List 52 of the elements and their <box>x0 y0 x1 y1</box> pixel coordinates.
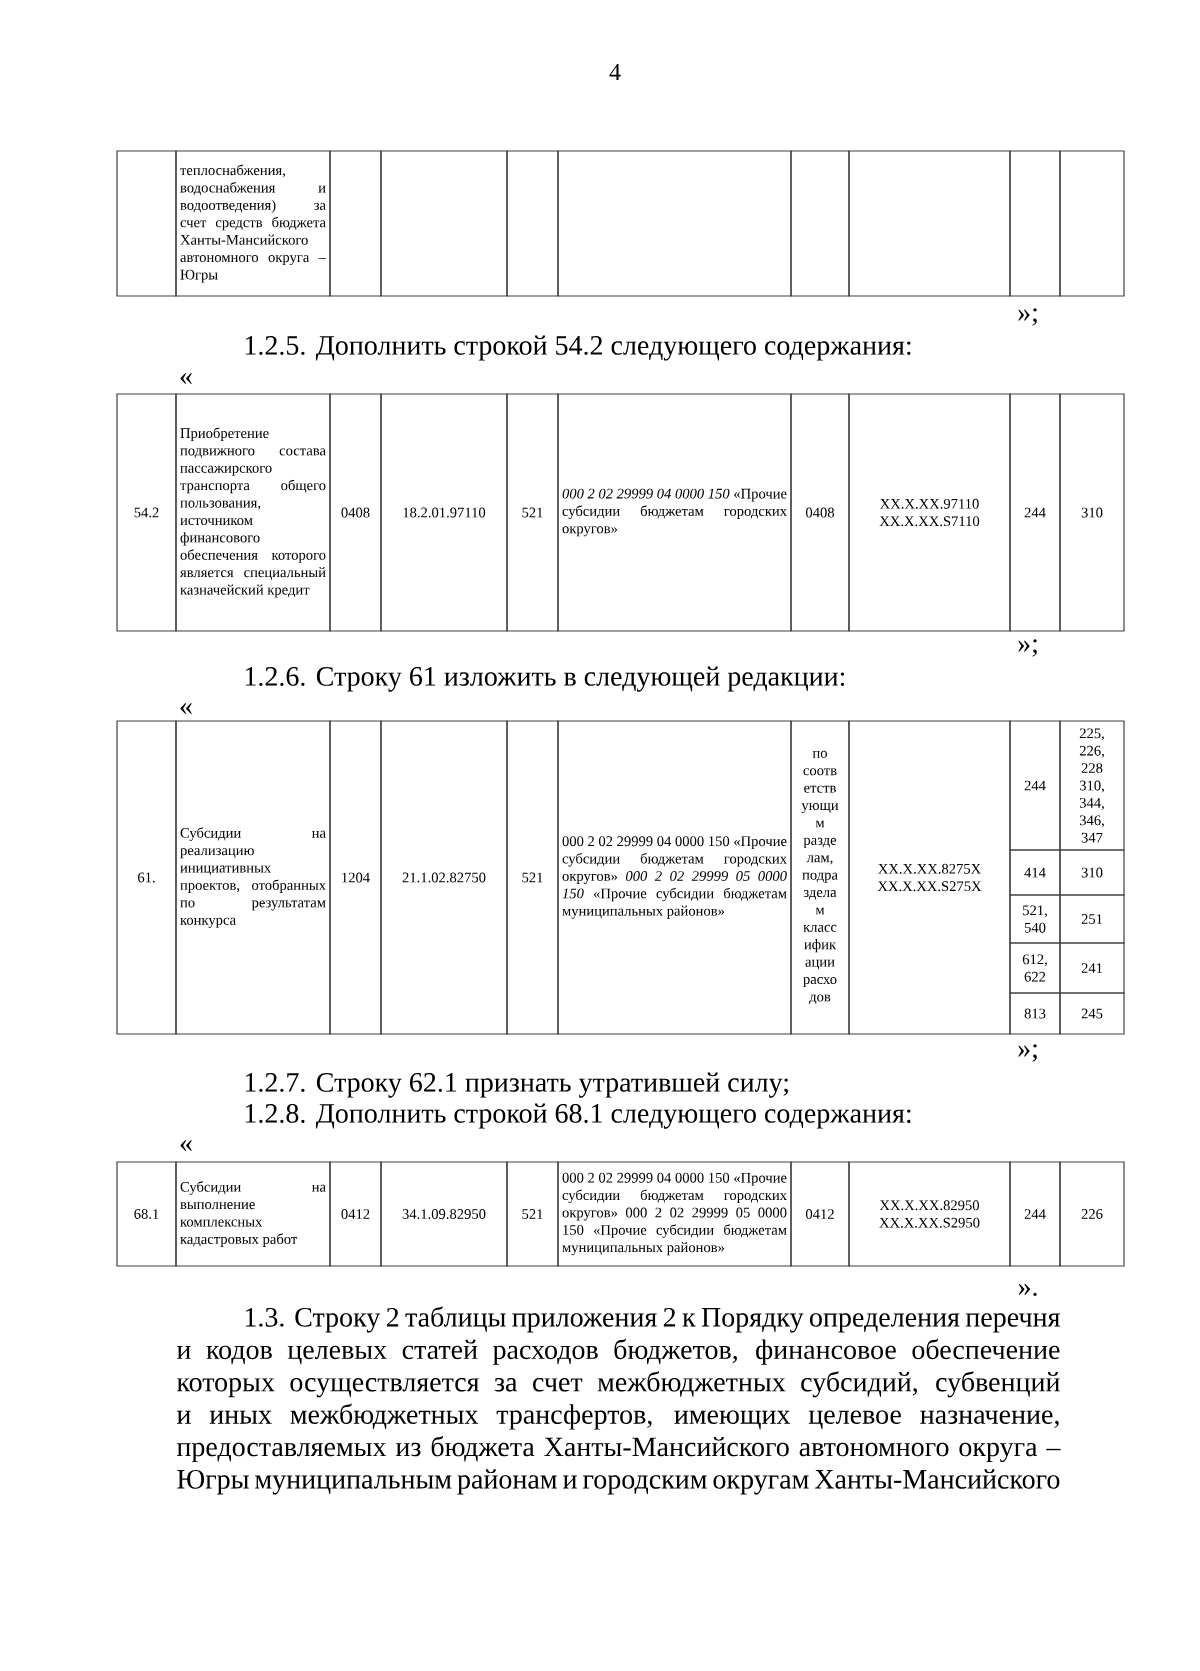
cell-text: 000 2 02 29999 04 0000 150 «Прочие субсидии бюджетам городских округов» 000 2 02 29999 05 0000 150 «Прочие субсидии бюджетам муниципальных районов» <box>562 1172 787 1256</box>
cell-text: 61. <box>138 872 155 883</box>
cell-text: 521 <box>522 872 543 883</box>
cell-text: 000 2 02 29999 04 0000 150 «Прочие субсидии бюджетам городских округов» 000 2 02 29999 05 0000 150 «Прочие субсидии бюджетам муниципальных районов» <box>562 836 787 919</box>
cell-text: 21.1.02.82750 <box>402 872 486 883</box>
cell-text: 813 <box>1024 1008 1046 1019</box>
section-item: 1.2.7. Строку 62.1 признать утратившей силу; <box>245 1072 788 1098</box>
quotation-mark: ». <box>1018 1283 1037 1297</box>
cell-text: 68.1 <box>134 1209 159 1219</box>
cell-text: 245 <box>1081 1008 1103 1019</box>
page-number: 4 <box>609 64 621 80</box>
cell-text: XX.X.XX.97110 XX.X.XX.S7110 <box>879 498 980 527</box>
cell-text: 226 <box>1081 1209 1103 1219</box>
cell-text: по соотв етств ующи м разде лам, подра здела м класс ифик ации расхо дов <box>801 750 839 1005</box>
cell-text: 241 <box>1081 963 1103 973</box>
quotation-mark: »; <box>1018 308 1037 326</box>
cell-text: 244 <box>1024 507 1046 518</box>
quotation-mark: « <box>180 1140 192 1151</box>
cell-text: Приобретение подвижного состава пассажирского транспорта общего пользования, источником финансового обеспечения которого является специальный казначейский кредит <box>180 427 326 598</box>
cell-text: XX.X.XX.82950 XX.X.XX.S2950 <box>879 1200 980 1228</box>
cell-text: 1204 <box>342 872 370 883</box>
cell-text: 34.1.09.82950 <box>402 1209 486 1219</box>
cell-text: 244 <box>1024 780 1046 791</box>
cell-text: Субсидии на выполнение комплексных кадастровых работ <box>180 1181 326 1247</box>
cell-text: 521 <box>522 507 543 518</box>
cell-text: XX.X.XX.8275X XX.X.XX.S275X <box>877 863 982 892</box>
section-item: 1.2.8. Дополнить строкой 68.1 следующего содержания: <box>245 1103 911 1129</box>
quotation-mark: « <box>180 373 192 384</box>
cell-text: 54.2 <box>134 507 159 518</box>
cell-text: 310 <box>1081 507 1103 518</box>
cell-text: 0408 <box>805 507 835 518</box>
cell-text: 521 <box>522 1209 543 1219</box>
cell-text: Субсидии на реализацию инициативных проектов, отобранных по результатам конкурса <box>180 827 326 928</box>
cell-text: 000 2 02 29999 04 0000 150 «Прочие субсидии бюджетам городских округов» <box>562 488 787 537</box>
section-item: 1.2.6. Строку 61 изложить в следующей редакции: <box>245 666 845 692</box>
cell-text: 0412 <box>805 1209 834 1219</box>
cell-text: 251 <box>1081 914 1103 924</box>
cell-text: 521, 540 <box>1023 905 1047 933</box>
cell-text: 310 <box>1081 867 1103 878</box>
cell-text: теплоснабжения, водоснабжения и водоотведения) за счет средств бюджета Ханты-Мансийского автономного округа – Югры <box>180 164 327 283</box>
quotation-mark: »; <box>1018 1044 1037 1062</box>
cell-text: 0408 <box>341 507 370 518</box>
cell-text: 0412 <box>341 1209 370 1219</box>
paragraph: 1.3. Строку 2 таблицы приложения 2 к Порядку определения перечня и кодов целевых статей расходов бюджетов, финансовое обеспечение которых осуществляется за счет межбюджетных субсидий, субвенций и иных межбюджетных трансфертов, имеющих целевое назначение, предоставляемых из бюджета Ханты-Мансийского автономного округа – Югры муниципальным районам и городским округам Ханты-Мансийского <box>176 1306 1061 1495</box>
quotation-mark: »; <box>1018 639 1037 657</box>
cell-text: 18.2.01.97110 <box>403 507 486 518</box>
quotation-mark: « <box>180 703 192 714</box>
cell-text: 244 <box>1024 1209 1046 1219</box>
cell-text: 612, 622 <box>1022 954 1047 982</box>
cell-text: 414 <box>1024 867 1046 878</box>
section-item: 1.2.5. Дополнить строкой 54.2 следующего содержания: <box>245 335 911 361</box>
cell-text: 225, 226, 228 310, 344, 346, 347 <box>1079 728 1104 843</box>
